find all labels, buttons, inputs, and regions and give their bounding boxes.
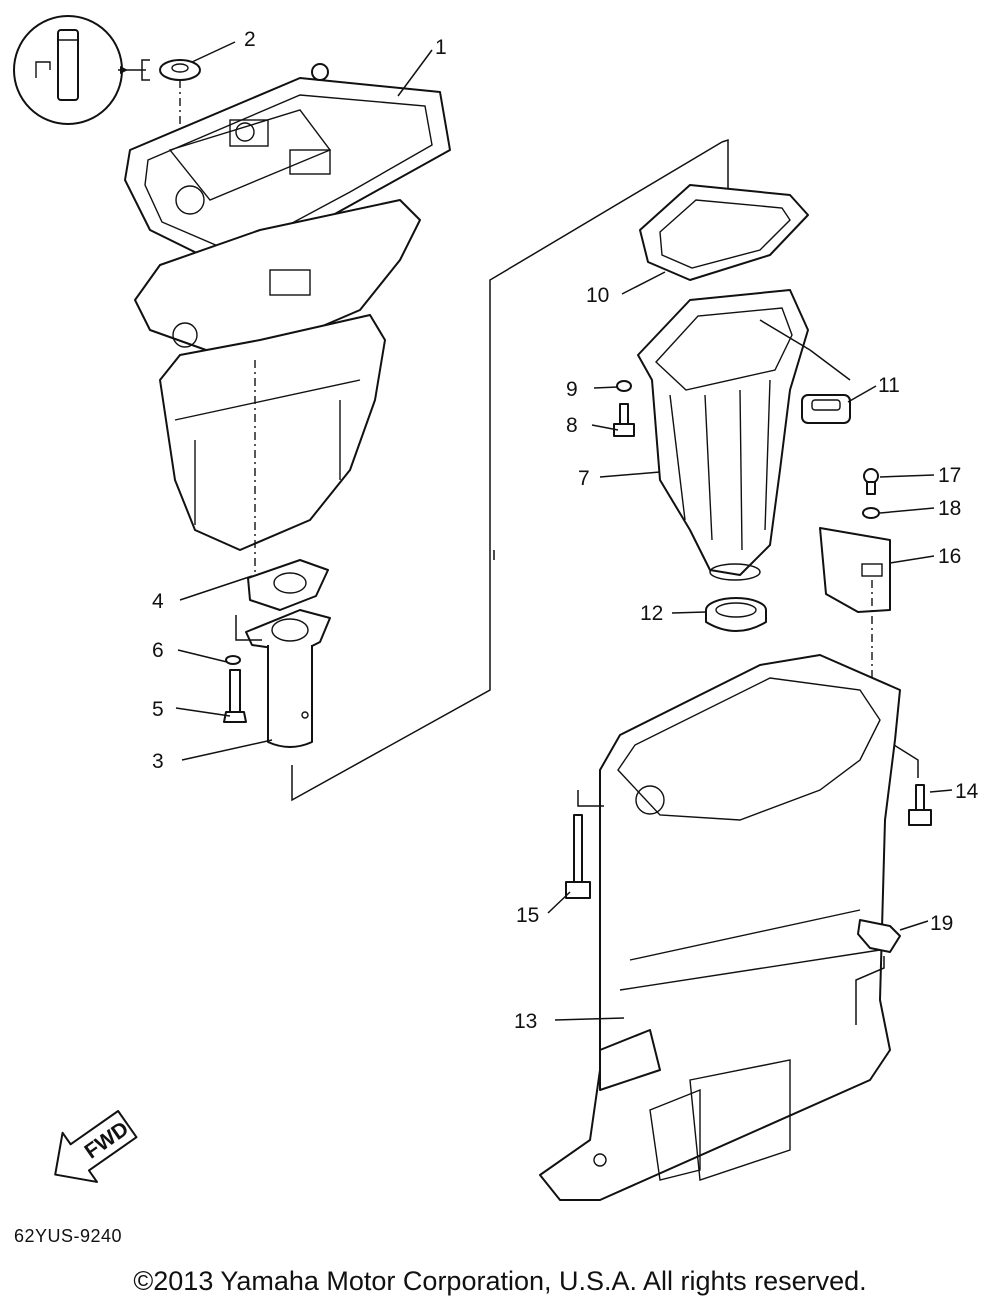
part-19-anode [855, 919, 901, 1025]
callout-4: 4 [152, 590, 164, 613]
callout-3: 3 [152, 750, 164, 773]
callout-6: 6 [152, 639, 164, 662]
part-14-bolt [908, 784, 932, 826]
part-6-washer [225, 655, 241, 665]
callout-15: 15 [516, 904, 539, 927]
part-10-gasket [639, 184, 809, 281]
part-8-bolt [613, 403, 635, 437]
oil-pan [159, 314, 386, 580]
dowel-pin-detail-icon [13, 15, 150, 125]
part-11-rubber [801, 394, 851, 424]
part-18-washer [862, 507, 880, 519]
callout-5: 5 [152, 698, 164, 721]
callout-7: 7 [578, 467, 590, 490]
part-9-washer [616, 380, 632, 392]
gasket-upper [134, 199, 421, 356]
callout-2: 2 [244, 28, 256, 51]
callout-9: 9 [566, 378, 578, 401]
part-16-plate [819, 527, 891, 613]
callout-1: 1 [435, 36, 447, 59]
callout-17: 17 [938, 464, 961, 487]
forward-direction-arrow-icon: FWD [54, 1109, 138, 1183]
callout-14: 14 [955, 780, 979, 803]
drawing-code: 62YUS-9240 [14, 1226, 123, 1246]
leader-lines [175, 41, 953, 1021]
part-5-bolt [223, 669, 247, 723]
callout-16: 16 [938, 545, 961, 568]
copyright-notice: ©2013 Yamaha Motor Corporation, U.S.A. A… [133, 1266, 867, 1296]
part-3-exhaust-pipe [245, 609, 331, 748]
callout-18: 18 [938, 497, 961, 520]
callout-19: 19 [930, 912, 953, 935]
callout-13: 13 [514, 1010, 537, 1033]
part-15-bolt [565, 814, 591, 899]
part-7-housing [637, 289, 809, 581]
callout-labels: 1 2 3 4 5 6 7 8 9 10 11 12 13 14 15 16 1… [152, 28, 979, 1033]
part-12-seal [705, 597, 767, 632]
callout-11: 11 [878, 374, 900, 397]
callout-8: 8 [566, 414, 578, 437]
callout-12: 12 [640, 602, 663, 625]
callout-10: 10 [586, 284, 609, 307]
part-17-screw [863, 468, 879, 495]
part-13-upper-casing [539, 654, 901, 1201]
part-4-gasket [247, 559, 329, 611]
